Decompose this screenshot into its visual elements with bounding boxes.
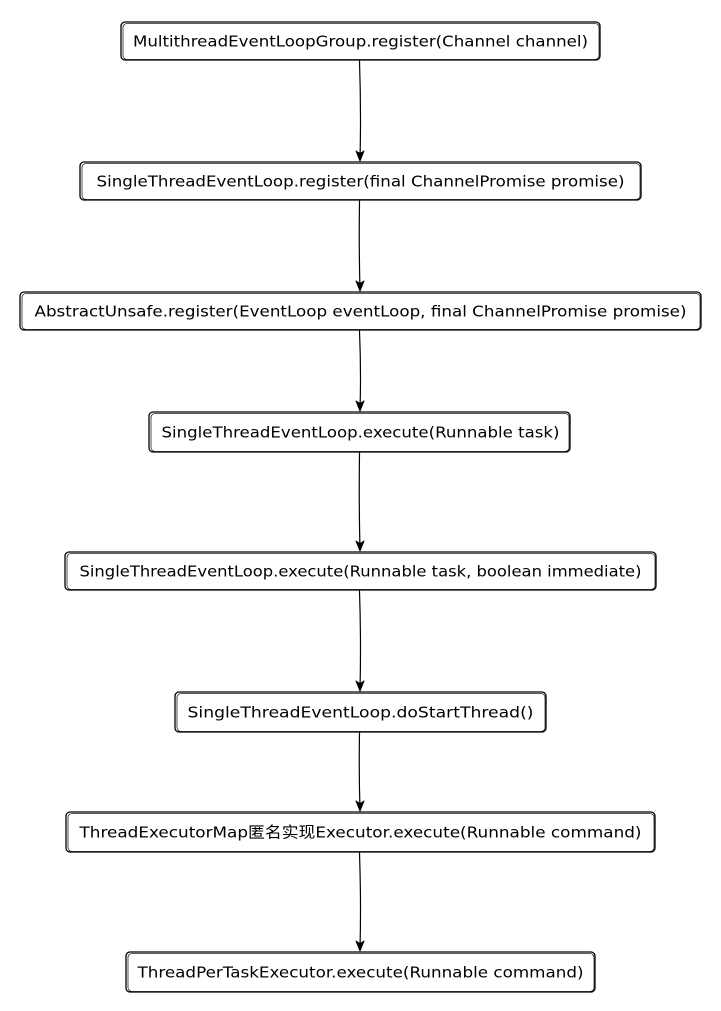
node-label: AbstractUnsafe.register(EventLoop eventL… [35, 303, 687, 321]
edge-arrow [355, 590, 365, 692]
node-label: MultithreadEventLoopGroup.register(Chann… [133, 33, 588, 51]
node-label: ThreadPerTaskExecutor.execute(Runnable c… [136, 964, 583, 982]
node-execute-task[interactable]: SingleThreadEventLoop.execute(Runnable t… [148, 411, 571, 453]
node-label: SingleThreadEventLoop.execute(Runnable t… [80, 563, 642, 581]
node-label: ThreadExecutorMap匿名实现Executor.execute(Ru… [78, 824, 641, 842]
edge-arrow [355, 330, 365, 412]
edge-arrow [355, 200, 365, 292]
node-do-start-thread[interactable]: SingleThreadEventLoop.doStartThread() [174, 691, 547, 733]
node-execute-task-immediate[interactable]: SingleThreadEventLoop.execute(Runnable t… [64, 551, 657, 591]
edge-arrow [355, 732, 365, 812]
node-multithread-register[interactable]: MultithreadEventLoopGroup.register(Chann… [120, 21, 601, 61]
node-label: SingleThreadEventLoop.doStartThread() [188, 704, 534, 722]
node-label: SingleThreadEventLoop.execute(Runnable t… [162, 424, 560, 442]
edge-arrow [355, 60, 365, 162]
edge-arrow [355, 452, 365, 552]
edge-arrow [355, 852, 365, 952]
edges-layer [355, 60, 365, 952]
node-abstract-unsafe-register[interactable]: AbstractUnsafe.register(EventLoop eventL… [19, 291, 702, 331]
node-label: SingleThreadEventLoop.register(final Cha… [97, 173, 625, 191]
node-thread-executor-map-execute[interactable]: ThreadExecutorMap匿名实现Executor.execute(Ru… [65, 811, 656, 853]
nodes-layer: MultithreadEventLoopGroup.register(Chann… [19, 21, 702, 993]
node-thread-per-task-execute[interactable]: ThreadPerTaskExecutor.execute(Runnable c… [125, 951, 596, 993]
node-single-thread-register[interactable]: SingleThreadEventLoop.register(final Cha… [79, 161, 642, 201]
